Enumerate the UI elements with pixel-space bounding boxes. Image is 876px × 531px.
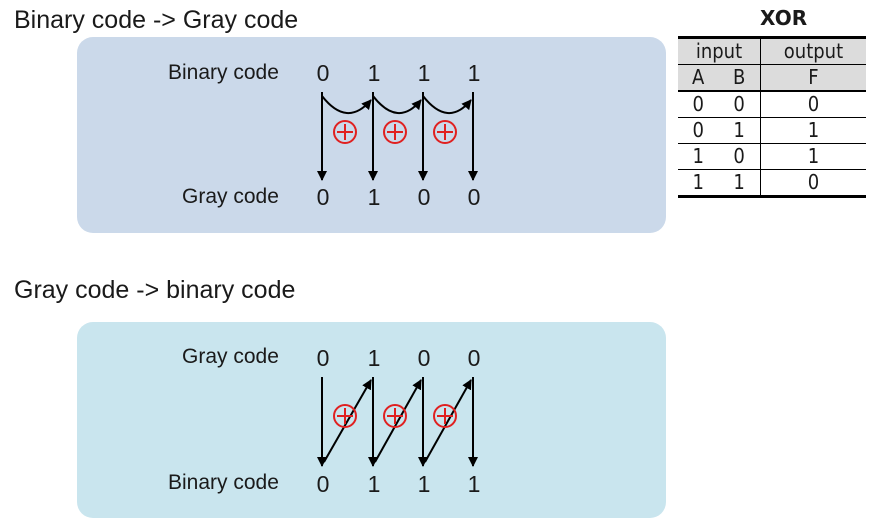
cell-f: 0 xyxy=(759,91,866,118)
section1-top-bit: 1 xyxy=(367,60,381,86)
xor-symbol-icon xyxy=(383,120,407,144)
table-row: 1 1 0 xyxy=(678,169,866,197)
section1-top-label: Binary code xyxy=(168,61,279,84)
column-b-header: B xyxy=(718,64,761,92)
diagonal-arrow-icon xyxy=(323,379,372,463)
section2-bottom-bit: 1 xyxy=(467,471,481,497)
curved-arrow-icon xyxy=(372,95,422,115)
binary-to-gray-panel xyxy=(77,37,666,233)
section2-bottom-label: Binary code xyxy=(168,471,279,494)
table-row: 0 0 0 xyxy=(678,91,866,118)
cell-a: 1 xyxy=(692,170,704,194)
curved-arrow-icon xyxy=(321,95,372,115)
section1-bottom-bit: 0 xyxy=(417,184,431,210)
section1-bottom-bit: 0 xyxy=(316,184,330,210)
section1-bottom-label: Gray code xyxy=(182,185,279,208)
section2-top-bit: 0 xyxy=(467,345,481,371)
column-f-header: F xyxy=(759,64,866,92)
section1-top-bit: 0 xyxy=(316,60,330,86)
section2-heading: Gray code -> binary code xyxy=(14,276,296,304)
cell-b: 0 xyxy=(718,91,761,118)
xor-symbol-icon xyxy=(383,404,407,428)
xor-symbol-icon xyxy=(433,120,457,144)
cell-b: 0 xyxy=(718,143,761,170)
xor-symbol-icon xyxy=(333,404,357,428)
section2-top-label: Gray code xyxy=(182,345,279,368)
curved-arrow-icon xyxy=(422,95,472,115)
section1-top-bit: 1 xyxy=(417,60,431,86)
cell-f: 1 xyxy=(759,143,866,170)
section2-bottom-bit: 1 xyxy=(417,471,431,497)
section2-top-bit: 0 xyxy=(417,345,431,371)
cell-b: 1 xyxy=(718,117,761,144)
section1-bottom-bit: 1 xyxy=(367,184,381,210)
xor-symbol-icon xyxy=(333,120,357,144)
table-row: 0 1 1 xyxy=(678,117,866,144)
diagonal-arrow-icon xyxy=(374,379,422,463)
cell-b: 1 xyxy=(733,170,745,194)
section1-top-bit: 1 xyxy=(467,60,481,86)
input-group-header: input xyxy=(678,37,761,65)
section1-bottom-bit: 0 xyxy=(467,184,481,210)
section2-top-bit: 0 xyxy=(316,345,330,371)
gray-to-binary-panel xyxy=(77,322,666,518)
section1-heading: Binary code -> Gray code xyxy=(14,6,299,34)
column-a-header: A xyxy=(678,64,719,92)
xor-symbol-icon xyxy=(433,404,457,428)
section2-bottom-bit: 1 xyxy=(367,471,381,497)
diagonal-arrow-icon xyxy=(424,379,472,463)
xor-table-title: XOR xyxy=(760,6,808,30)
cell-a: 0 xyxy=(678,91,719,118)
table-row: 1 0 1 xyxy=(678,143,866,170)
xor-truth-table: input output A B F 0 0 0 0 1 1 1 0 1 1 1… xyxy=(678,36,866,198)
output-group-header: output xyxy=(759,37,866,65)
cell-a: 1 xyxy=(678,143,719,170)
cell-a: 0 xyxy=(678,117,719,144)
section2-bottom-bit: 0 xyxy=(316,471,330,497)
section2-top-bit: 1 xyxy=(367,345,381,371)
cell-f: 0 xyxy=(759,169,866,197)
cell-f: 1 xyxy=(759,117,866,144)
